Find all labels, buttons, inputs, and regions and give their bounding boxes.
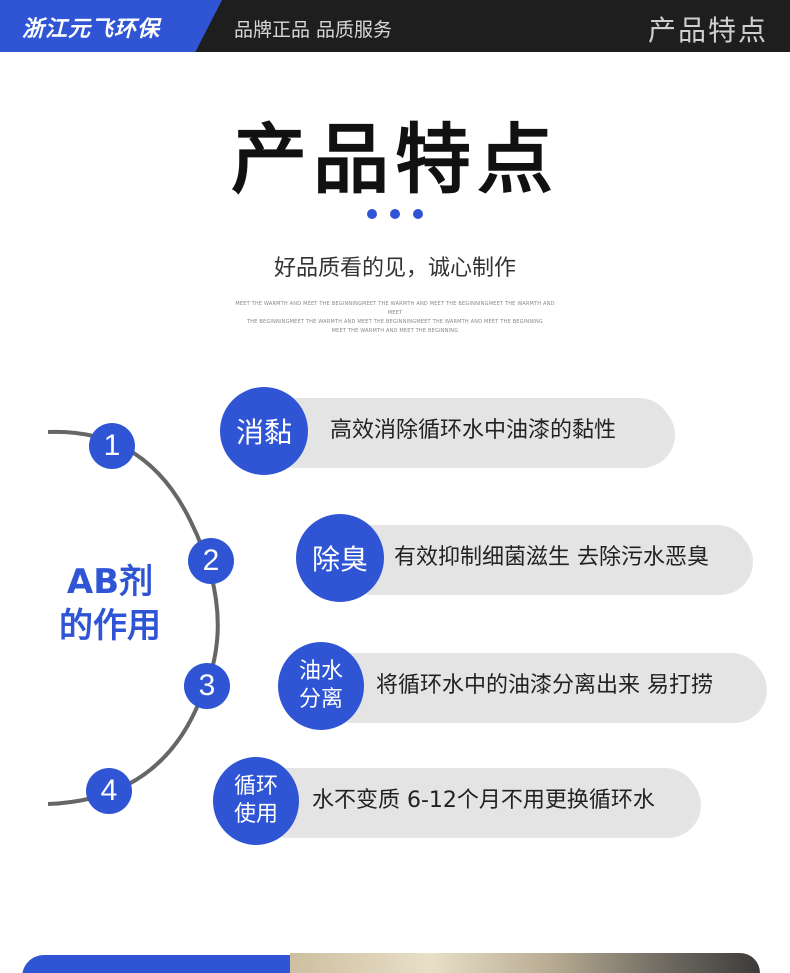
step-number-2: 2	[188, 538, 234, 584]
page-subtitle: 好品质看的见，诚心制作	[273, 256, 516, 281]
feature-text: 高效消除循环水中油漆的黏性	[330, 418, 617, 443]
brand-slogan: 品牌正品 品质服务	[234, 19, 393, 41]
badge-label: 分离	[298, 687, 343, 712]
title-dots	[0, 204, 790, 223]
feature-pill-2: 有效抑制细菌滋生 去除污水恶臭	[336, 525, 750, 591]
center-label-line: 的作用	[59, 606, 161, 646]
feature-pill-4: 水不变质 6-12个月不用更换循环水	[252, 768, 698, 834]
center-label-line: AB剂	[66, 562, 154, 602]
next-section-banner	[22, 955, 292, 973]
dot-icon	[390, 209, 400, 219]
badge-label: 消黏	[235, 416, 292, 449]
page-title: 产品特点	[231, 115, 559, 204]
badge-label: 油水	[298, 659, 343, 684]
brand-banner	[0, 0, 222, 52]
feature-text: 水不变质 6-12个月不用更换循环水	[312, 788, 655, 813]
feature-badge-4: 循环 使用	[213, 757, 299, 845]
fineprint-block: MEET THE WARMTH AND MEET THE BEGINNINGME…	[235, 300, 555, 336]
next-section-photo	[290, 953, 760, 973]
feature-badge-1: 消黏	[220, 387, 308, 475]
feature-badge-3: 油水 分离	[278, 642, 364, 730]
section-tag: 产品特点	[647, 14, 768, 47]
step-number-1: 1	[89, 423, 135, 469]
dot-icon	[413, 209, 424, 219]
badge-label: 循环	[233, 774, 278, 799]
fineprint-line: MEET THE WARMTH AND MEET THE BEGINNINGME…	[235, 301, 555, 316]
step-number-4: 4	[86, 768, 132, 814]
badge-label: 使用	[233, 802, 278, 827]
feature-pill-1: 高效消除循环水中油漆的黏性	[258, 398, 672, 464]
fineprint-line: MEET THE WARMTH AND MEET THE BEGINNING	[331, 328, 459, 334]
badge-label: 除臭	[311, 543, 368, 576]
center-label: AB剂 的作用	[40, 560, 180, 648]
step-number-3: 3	[184, 663, 230, 709]
feature-text: 将循环水中的油漆分离出来 易打捞	[376, 673, 713, 698]
fineprint-line: THE BEGINNINGMEET THE WARMTH AND MEET TH…	[246, 319, 543, 325]
feature-pill-3: 将循环水中的油漆分离出来 易打捞	[316, 653, 764, 719]
feature-badge-2: 除臭	[296, 514, 384, 602]
dot-icon	[366, 209, 377, 219]
top-bar: 浙江元飞环保 品牌正品 品质服务 产品特点	[0, 0, 790, 52]
brand-name[interactable]: 浙江元飞环保	[22, 17, 161, 42]
feature-text: 有效抑制细菌滋生 去除污水恶臭	[394, 545, 709, 570]
